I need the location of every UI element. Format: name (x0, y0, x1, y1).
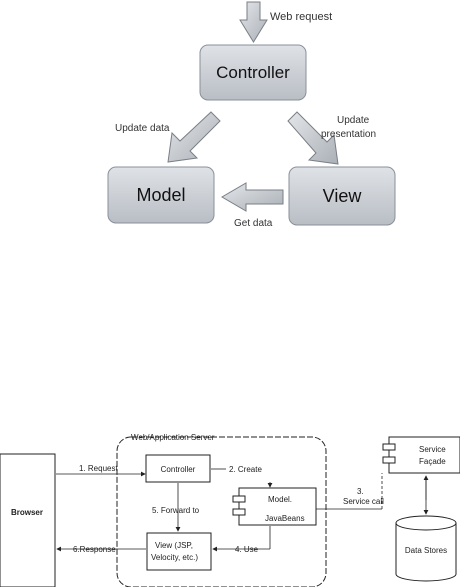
arch-view-box (146, 532, 212, 571)
step-5-label: 5. Forward to (152, 506, 200, 515)
update-data-arrow (167, 111, 221, 163)
model-component-label-1: Model. (268, 495, 292, 504)
model-label: Model (136, 185, 185, 205)
data-stores-label: Data Stores (405, 546, 447, 555)
controller-box (199, 44, 307, 101)
step-4-label: 4. Use (235, 545, 259, 554)
browser-label: Browser (11, 508, 43, 517)
service-facade-box (388, 436, 460, 474)
web-request-label: Web request (270, 11, 332, 23)
browser-box (0, 453, 56, 587)
update-presentation-label-1: Update (337, 115, 370, 126)
service-facade-label-1: Service (419, 445, 446, 454)
model-component-tab-1 (232, 495, 246, 503)
update-data-label: Update data (115, 123, 170, 134)
model-component-label-2: JavaBeans (265, 514, 305, 523)
get-data-arrow (221, 182, 284, 212)
get-data-label: Get data (234, 218, 273, 229)
service-facade-tab-1 (382, 443, 396, 451)
service-facade-tab-2 (382, 456, 396, 464)
step-2-label: 2. Create (229, 465, 262, 474)
model-component-tab-2 (232, 508, 246, 516)
web-request-arrow (239, 1, 268, 43)
arch-view-label-2: Velocity, etc.) (151, 553, 198, 562)
arch-view-label-1: View (JSP, (155, 541, 193, 550)
data-stores-cylinder (395, 523, 457, 582)
model-component-box (238, 487, 317, 526)
service-facade-label-2: Façade (419, 457, 446, 466)
step-1-label: 1. Request (79, 464, 118, 473)
update-presentation-label-2: presentation (321, 129, 376, 140)
view-box (288, 166, 396, 226)
server-container (116, 436, 327, 587)
server-title: Web/Application Server (131, 433, 215, 442)
update-presentation-arrow (287, 111, 339, 165)
step-6-label: 6.Response (73, 545, 116, 554)
controller-label: Controller (216, 63, 290, 82)
arch-controller-label: Controller (161, 465, 196, 474)
data-stores-cylinder-top (395, 515, 457, 531)
step-3-label: Service call (343, 497, 384, 506)
model-box (107, 166, 215, 224)
view-label: View (323, 186, 363, 206)
arch-controller-box (145, 454, 211, 483)
step-3-num: 3. (357, 487, 364, 496)
